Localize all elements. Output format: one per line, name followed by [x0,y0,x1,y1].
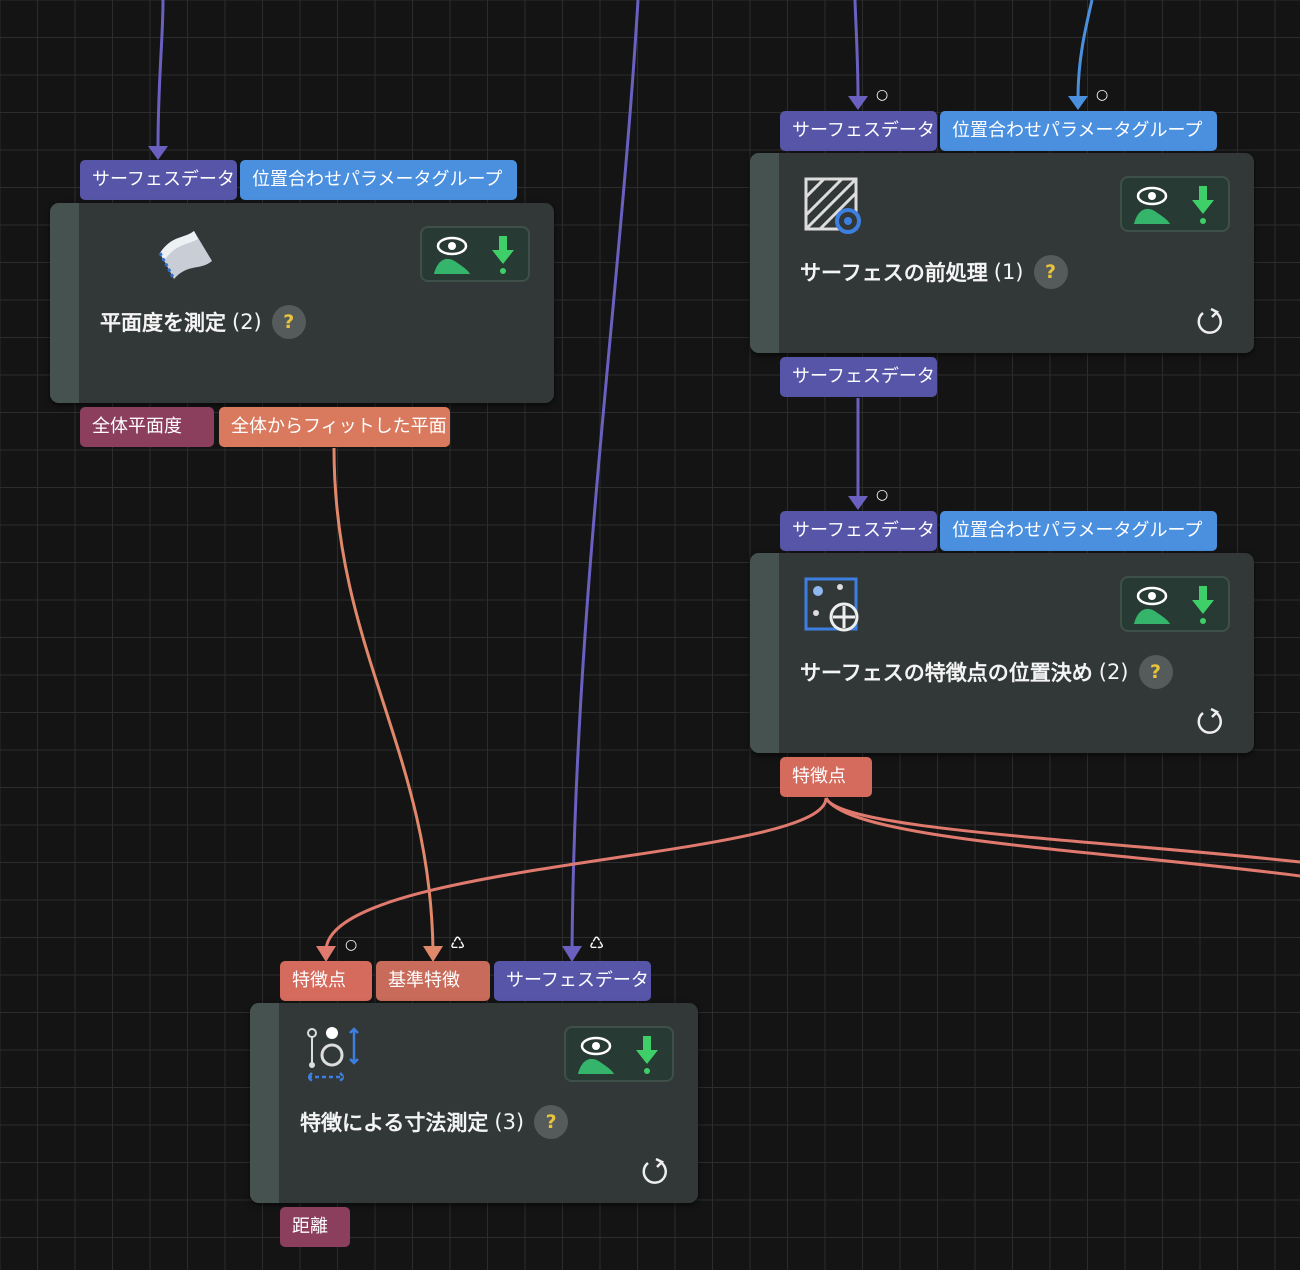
node-title-text: 特徴による寸法測定 [300,1111,489,1135]
download-icon[interactable] [1190,184,1216,226]
wire-feature-right-2 [824,797,1300,878]
port-state-recycle-icon: ♺ [589,934,605,954]
flatness-controls [420,226,530,282]
node-stripe [750,553,779,753]
port-state-circle-icon: ○ [876,487,889,503]
reload-icon[interactable] [1195,308,1223,336]
dimension-icon [306,1027,359,1082]
wire-param-preprocess [1076,0,1094,99]
node-title: サーフェスの特徴点の位置決め (2) ? [800,655,1173,689]
flatness-input-surface[interactable]: サーフェスデータ [80,160,237,200]
port-state-recycle-icon: ♺ [450,934,466,954]
wire-surface-preprocess [853,0,860,99]
featurepos-controls [1120,576,1230,632]
node-title-text: 平面度を測定 [100,311,226,335]
dimension-input-feature[interactable]: 特徴点 [280,961,372,1001]
port-state-circle-icon: ○ [345,937,358,953]
node-preprocess[interactable]: サーフェスの前処理 (1) ? [750,153,1254,353]
download-icon[interactable] [490,234,516,276]
node-stripe [750,153,779,353]
node-stripe [250,1003,279,1203]
preprocess-icon [804,177,861,234]
feature-position-icon [804,577,859,632]
flatness-output-fitplane[interactable]: 全体からフィットした平面 [219,407,450,447]
preview-eye-icon[interactable] [1132,584,1172,626]
preview-eye-icon[interactable] [432,234,472,276]
node-count: (3) [494,1110,525,1134]
port-state-circle-icon: ○ [876,87,889,103]
dimension-input-surface[interactable]: サーフェスデータ [494,961,651,1001]
wire-surface-dimension [570,0,640,951]
node-title-text: サーフェスの前処理 [800,261,988,285]
help-button[interactable]: ? [271,305,306,339]
flatness-input-param[interactable]: 位置合わせパラメータグループ [240,160,517,200]
wire-fitplane-base [332,447,435,951]
help-button[interactable]: ? [534,1105,569,1139]
download-icon[interactable] [634,1034,660,1076]
node-flatness[interactable]: 平面度を測定 (2) ? [50,203,554,403]
node-title: サーフェスの前処理 (1) ? [800,255,1068,289]
node-title: 特徴による寸法測定 (3) ? [300,1105,569,1139]
preprocess-input-param[interactable]: 位置合わせパラメータグループ [940,111,1217,151]
preview-eye-icon[interactable] [1132,184,1172,226]
dimension-input-base[interactable]: 基準特徴 [376,961,490,1001]
featurepos-output-feature[interactable]: 特徴点 [780,757,872,797]
node-count: (2) [232,310,262,334]
node-title: 平面度を測定 (2) ? [100,305,306,339]
preprocess-input-surface[interactable]: サーフェスデータ [780,111,937,151]
help-button[interactable]: ? [1138,655,1173,689]
flatness-icon [158,231,212,280]
reload-icon[interactable] [1195,708,1223,736]
port-state-circle-icon: ○ [1096,87,1109,103]
wire-feature-dimension [324,797,828,951]
node-feature-position[interactable]: サーフェスの特徴点の位置決め (2) ? [750,553,1254,753]
node-stripe [50,203,79,403]
help-button[interactable]: ? [1033,255,1068,289]
reload-icon[interactable] [640,1158,668,1186]
featurepos-input-param[interactable]: 位置合わせパラメータグループ [940,511,1217,551]
node-count: (1) [993,260,1024,284]
preview-eye-icon[interactable] [576,1034,616,1076]
download-icon[interactable] [1190,584,1216,626]
wire-surface-flatness [156,0,165,149]
node-dimension[interactable]: 特徴による寸法測定 (3) ? [250,1003,698,1203]
preprocess-output-surface[interactable]: サーフェスデータ [780,357,937,397]
flatness-output-overall[interactable]: 全体平面度 [80,407,214,447]
node-title-text: サーフェスの特徴点の位置決め [800,661,1093,685]
dimension-output-distance[interactable]: 距離 [280,1207,350,1247]
wire-feature-right-1 [824,797,1300,864]
dimension-controls [564,1026,674,1082]
featurepos-input-surface[interactable]: サーフェスデータ [780,511,937,551]
node-count: (2) [1098,660,1129,684]
preprocess-controls [1120,176,1230,232]
